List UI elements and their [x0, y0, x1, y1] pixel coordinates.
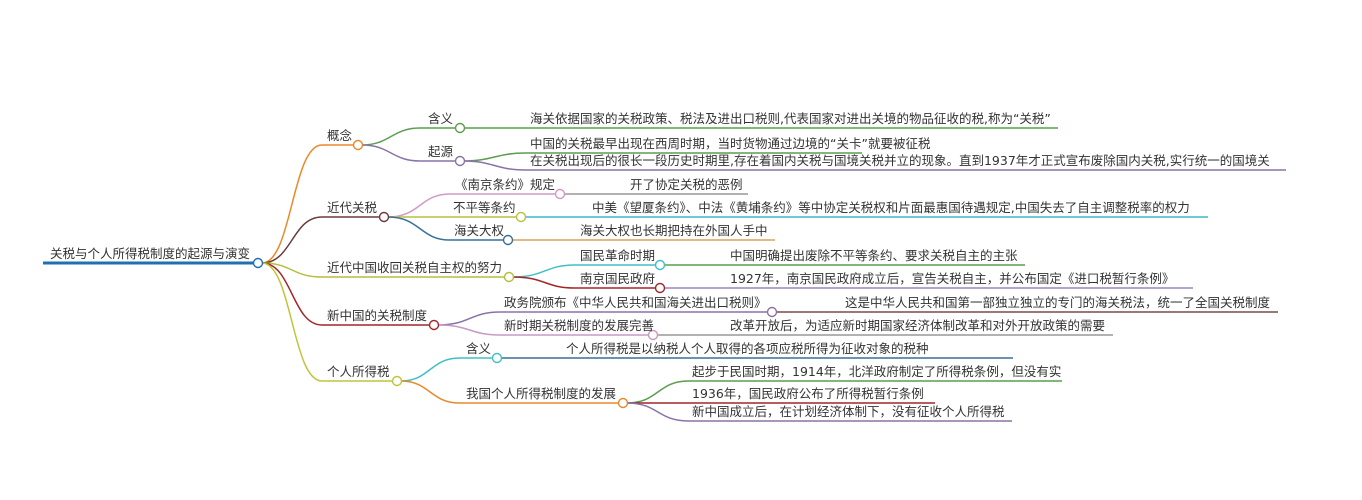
branch-node[interactable]: 近代中国收回关税自主权的努力 — [327, 260, 503, 275]
node-toggle[interactable] — [491, 352, 503, 364]
line-income-meaning — [400, 357, 493, 382]
leaf-node[interactable]: 改革开放后，为适应新时期国家经济体制改革和对外开放政策的需要 — [730, 318, 1106, 333]
node-toggle[interactable] — [352, 139, 364, 151]
sub-node[interactable]: 《南京条约》规定 — [455, 177, 556, 192]
sub-node[interactable]: 国民革命时期 — [580, 248, 656, 263]
node-toggle[interactable] — [502, 234, 514, 246]
line-tariff-rules — [437, 311, 768, 326]
leaf-node[interactable]: 新中国成立后，在计划经济体制下，没有征收个人所得税 — [692, 404, 1005, 419]
leaf-node[interactable]: 中美《望厦条约》、中法《黄埔条约》等中协定关税权和片面最惠国待遇规定,中国失去了… — [592, 200, 1190, 215]
root-toggle[interactable] — [252, 257, 264, 269]
node-toggle[interactable] — [654, 259, 666, 271]
leaf-line — [626, 380, 1062, 404]
node-toggle[interactable] — [617, 397, 629, 409]
node-toggle[interactable] — [554, 188, 566, 200]
leaf-node[interactable]: 在关税出现后的很长一段历史时期里,存在着国内关税与国境关税并立的现象。直到193… — [530, 153, 1270, 168]
sub-node[interactable]: 含义 — [428, 111, 454, 126]
sub-node[interactable]: 起源 — [428, 144, 454, 159]
leaf-node[interactable]: 开了协定关税的恶例 — [630, 177, 743, 192]
leaf-line — [463, 160, 1286, 171]
line-new-period — [437, 324, 649, 336]
branch-node[interactable]: 概念 — [327, 128, 353, 143]
line-nanjing-gov — [512, 276, 656, 289]
line-nanjing-treaty — [387, 193, 556, 218]
sub-node[interactable]: 海关大权 — [454, 223, 505, 238]
leaf-node[interactable]: 这是中华人民共和国第一部独立独立的专门的海关税法，统一了全国关税制度 — [845, 295, 1271, 310]
node-toggle[interactable] — [378, 211, 390, 223]
node-toggle[interactable] — [766, 306, 778, 318]
line-customs-power — [387, 216, 504, 241]
root-node[interactable]: 关税与个人所得税制度的起源与演变 — [50, 246, 251, 261]
branch-node[interactable]: 新中国的关税制度 — [327, 308, 428, 323]
sub-node[interactable]: 南京国民政府 — [580, 271, 656, 286]
node-toggle[interactable] — [647, 329, 659, 341]
leaf-node[interactable]: 中国明确提出废除不平等条约、要求关税自主的主张 — [730, 248, 1018, 263]
line-revolution — [512, 264, 656, 278]
branch-line-autonomy — [261, 262, 505, 278]
leaf-node[interactable]: 个人所得税是以纳税人个人取得的各项应税所得为征收对象的税种 — [566, 341, 929, 356]
node-toggle[interactable] — [428, 319, 440, 331]
leaf-node[interactable]: 海关依据国家的关税政策、税法及进出口税则,代表国家对进出关境的物品征收的税,称为… — [530, 111, 1051, 126]
sub-node[interactable]: 含义 — [466, 341, 492, 356]
node-toggle[interactable] — [454, 122, 466, 134]
leaf-node[interactable]: 1927年，南京国民政府成立后，宣告关税自主，并公布国定《进口税暂行条例》 — [730, 271, 1175, 286]
branch-line-new-china — [261, 262, 430, 326]
node-toggle[interactable] — [515, 211, 527, 223]
sub-node[interactable]: 我国个人所得税制度的发展 — [466, 386, 617, 401]
branch-line-income-tax — [261, 262, 393, 382]
line-meaning — [361, 127, 456, 146]
branch-line-concept — [261, 144, 354, 264]
sub-node[interactable]: 政务院颁布《中华人民共和国海关进出口税则》 — [504, 295, 767, 310]
leaf-node[interactable]: 海关大权也长期把持在外国人手中 — [580, 223, 768, 238]
branch-node[interactable]: 个人所得税 — [327, 364, 390, 379]
branch-node[interactable]: 近代关税 — [327, 200, 378, 215]
node-toggle[interactable] — [654, 282, 666, 294]
node-toggle[interactable] — [503, 271, 515, 283]
leaf-node[interactable]: 起步于民国时期，1914年，北洋政府制定了所得税条例，但没有实 — [692, 364, 1062, 379]
leaf-node[interactable]: 中国的关税最早出现在西周时期，当时货物通过边境的“关卡”就要被征税 — [530, 136, 931, 151]
node-toggle[interactable] — [454, 155, 466, 167]
leaf-node[interactable]: 1936年，国民政府公布了所得税暂行条例 — [692, 386, 924, 401]
sub-node[interactable]: 新时期关税制度的发展完善 — [504, 318, 655, 333]
node-toggle[interactable] — [391, 375, 403, 387]
line-income-development — [400, 380, 619, 404]
line-origin — [361, 144, 456, 162]
leaf-line — [626, 402, 1012, 422]
branch-line-modern-tariff — [261, 216, 380, 264]
sub-node[interactable]: 不平等条约 — [453, 200, 516, 215]
